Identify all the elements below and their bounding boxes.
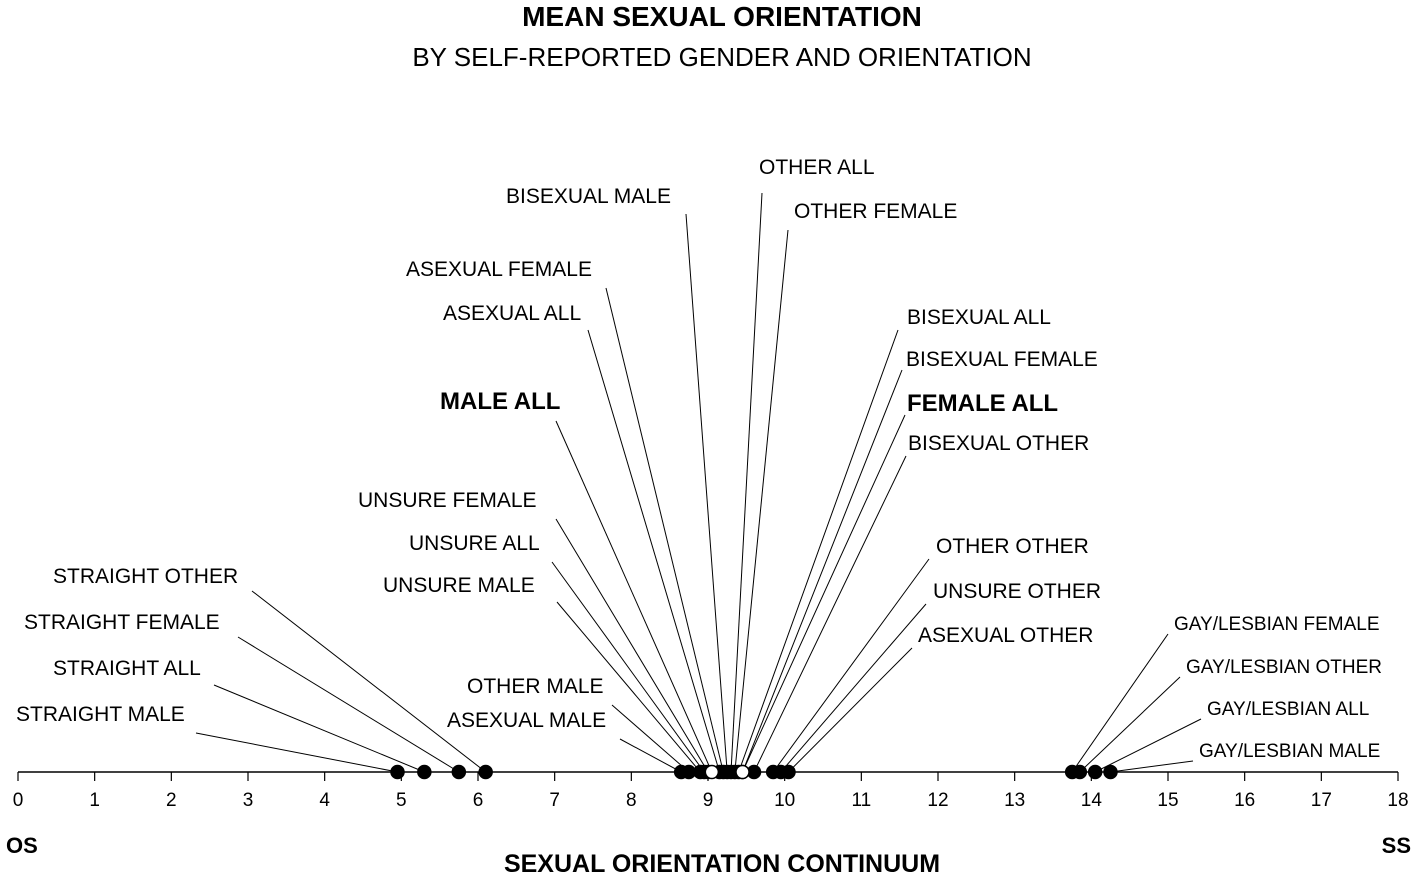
label-bisexual-all: BISEXUAL ALL <box>907 306 1051 329</box>
label-straight-other: STRAIGHT OTHER <box>53 565 238 588</box>
point-gay-lesbian-male <box>1103 764 1118 780</box>
label-unsure-other: UNSURE OTHER <box>933 580 1101 603</box>
leader-lines <box>195 192 1202 773</box>
leader-line-gay-lesbian-other <box>1079 676 1181 773</box>
label-gay-lesbian-male: GAY/LESBIAN MALE <box>1199 741 1380 762</box>
label-other-female: OTHER FEMALE <box>794 200 957 223</box>
chart-title: MEAN SEXUAL ORIENTATION <box>522 1 922 32</box>
label-gay-lesbian-female: GAY/LESBIAN FEMALE <box>1174 614 1380 635</box>
label-straight-male: STRAIGHT MALE <box>16 703 185 726</box>
x-tick-label: 1 <box>89 790 100 811</box>
label-gay-lesbian-all: GAY/LESBIAN ALL <box>1207 699 1369 720</box>
label-asexual-other: ASEXUAL OTHER <box>918 624 1093 647</box>
point-female-all <box>735 764 750 780</box>
x-tick-label: 13 <box>1004 790 1025 811</box>
leader-line-straight-male <box>195 732 398 773</box>
x-tick-label: 17 <box>1311 790 1332 811</box>
leader-line-other-all <box>730 192 763 773</box>
x-tick-label: 14 <box>1081 790 1103 811</box>
leader-line-bisexual-female <box>742 369 903 773</box>
x-tick-label: 0 <box>13 790 24 811</box>
label-straight-female: STRAIGHT FEMALE <box>24 611 220 634</box>
leader-line-other-other <box>772 558 930 773</box>
x-tick-label: 18 <box>1387 790 1408 811</box>
leader-line-asexual-other <box>788 647 913 773</box>
label-gay-lesbian-other: GAY/LESBIAN OTHER <box>1186 657 1382 678</box>
label-asexual-all: ASEXUAL ALL <box>443 302 581 325</box>
point-gay-lesbian-all <box>1087 764 1103 780</box>
label-bisexual-male: BISEXUAL MALE <box>506 185 671 208</box>
leader-line-bisexual-all <box>738 329 899 773</box>
right-end-label: SS <box>1382 833 1411 858</box>
label-asexual-male: ASEXUAL MALE <box>447 709 606 732</box>
x-tick-label: 9 <box>703 790 714 811</box>
point-gay-lesbian-other <box>1072 764 1088 780</box>
label-unsure-all: UNSURE ALL <box>409 532 540 555</box>
left-end-label: OS <box>6 833 38 858</box>
leader-line-unsure-all <box>551 561 705 773</box>
x-tick-label: 4 <box>319 790 330 811</box>
x-tick-label: 7 <box>549 790 560 811</box>
leader-line-male-all <box>555 420 713 773</box>
leader-line-gay-lesbian-all <box>1094 718 1202 773</box>
x-tick-label: 5 <box>396 790 407 811</box>
point-straight-other <box>478 764 493 780</box>
x-tick-label: 15 <box>1157 790 1178 811</box>
label-bisexual-female: BISEXUAL FEMALE <box>906 348 1098 371</box>
x-tick-label: 6 <box>473 790 484 811</box>
label-asexual-female: ASEXUAL FEMALE <box>406 258 592 281</box>
leader-line-asexual-male <box>619 738 682 773</box>
label-straight-all: STRAIGHT ALL <box>53 657 201 680</box>
leader-line-gay-lesbian-female <box>1071 633 1169 773</box>
leader-line-other-male <box>611 704 690 773</box>
label-unsure-male: UNSURE MALE <box>383 574 535 597</box>
point-straight-all <box>417 764 432 780</box>
chart-subtitle: BY SELF-REPORTED GENDER AND ORIENTATION <box>412 42 1031 72</box>
x-tick-label: 11 <box>851 790 871 811</box>
x-tick-label: 3 <box>243 790 254 811</box>
point-straight-male <box>390 764 405 780</box>
leader-line-bisexual-male <box>685 213 728 773</box>
x-tick-label: 10 <box>774 790 795 811</box>
leader-line-unsure-female <box>555 518 709 773</box>
leader-line-gay-lesbian-male <box>1110 760 1194 773</box>
leader-line-straight-other <box>251 590 486 773</box>
leader-line-bisexual-other <box>753 455 907 773</box>
leader-line-straight-all <box>213 684 425 773</box>
label-unsure-female: UNSURE FEMALE <box>358 489 537 512</box>
x-axis-title: SEXUAL ORIENTATION CONTINUUM <box>504 850 940 878</box>
data-points <box>390 764 1118 780</box>
leader-line-straight-female <box>237 636 460 773</box>
leader-line-other-female <box>734 229 789 773</box>
leader-line-female-all <box>742 414 906 773</box>
label-bisexual-other: BISEXUAL OTHER <box>908 432 1089 455</box>
leader-line-unsure-male <box>556 601 701 773</box>
point-asexual-other <box>781 764 796 780</box>
point-male-all <box>704 764 720 780</box>
leader-line-asexual-all <box>587 329 720 773</box>
x-tick-label: 16 <box>1234 790 1255 811</box>
label-other-other: OTHER OTHER <box>936 535 1089 558</box>
series-labels: STRAIGHT MALE STRAIGHT ALL STRAIGHT FEMALE… <box>16 156 1382 762</box>
label-other-male: OTHER MALE <box>467 675 604 698</box>
x-tick-label: 12 <box>927 790 948 811</box>
x-tick-label: 8 <box>626 790 637 811</box>
leader-line-unsure-other <box>780 603 927 773</box>
leader-line-asexual-female <box>605 287 724 773</box>
point-straight-female <box>451 764 467 780</box>
x-tick-label: 2 <box>166 790 177 811</box>
label-male-all: MALE ALL <box>440 388 560 415</box>
label-other-all: OTHER ALL <box>759 156 875 179</box>
label-female-all: FEMALE ALL <box>907 390 1058 417</box>
